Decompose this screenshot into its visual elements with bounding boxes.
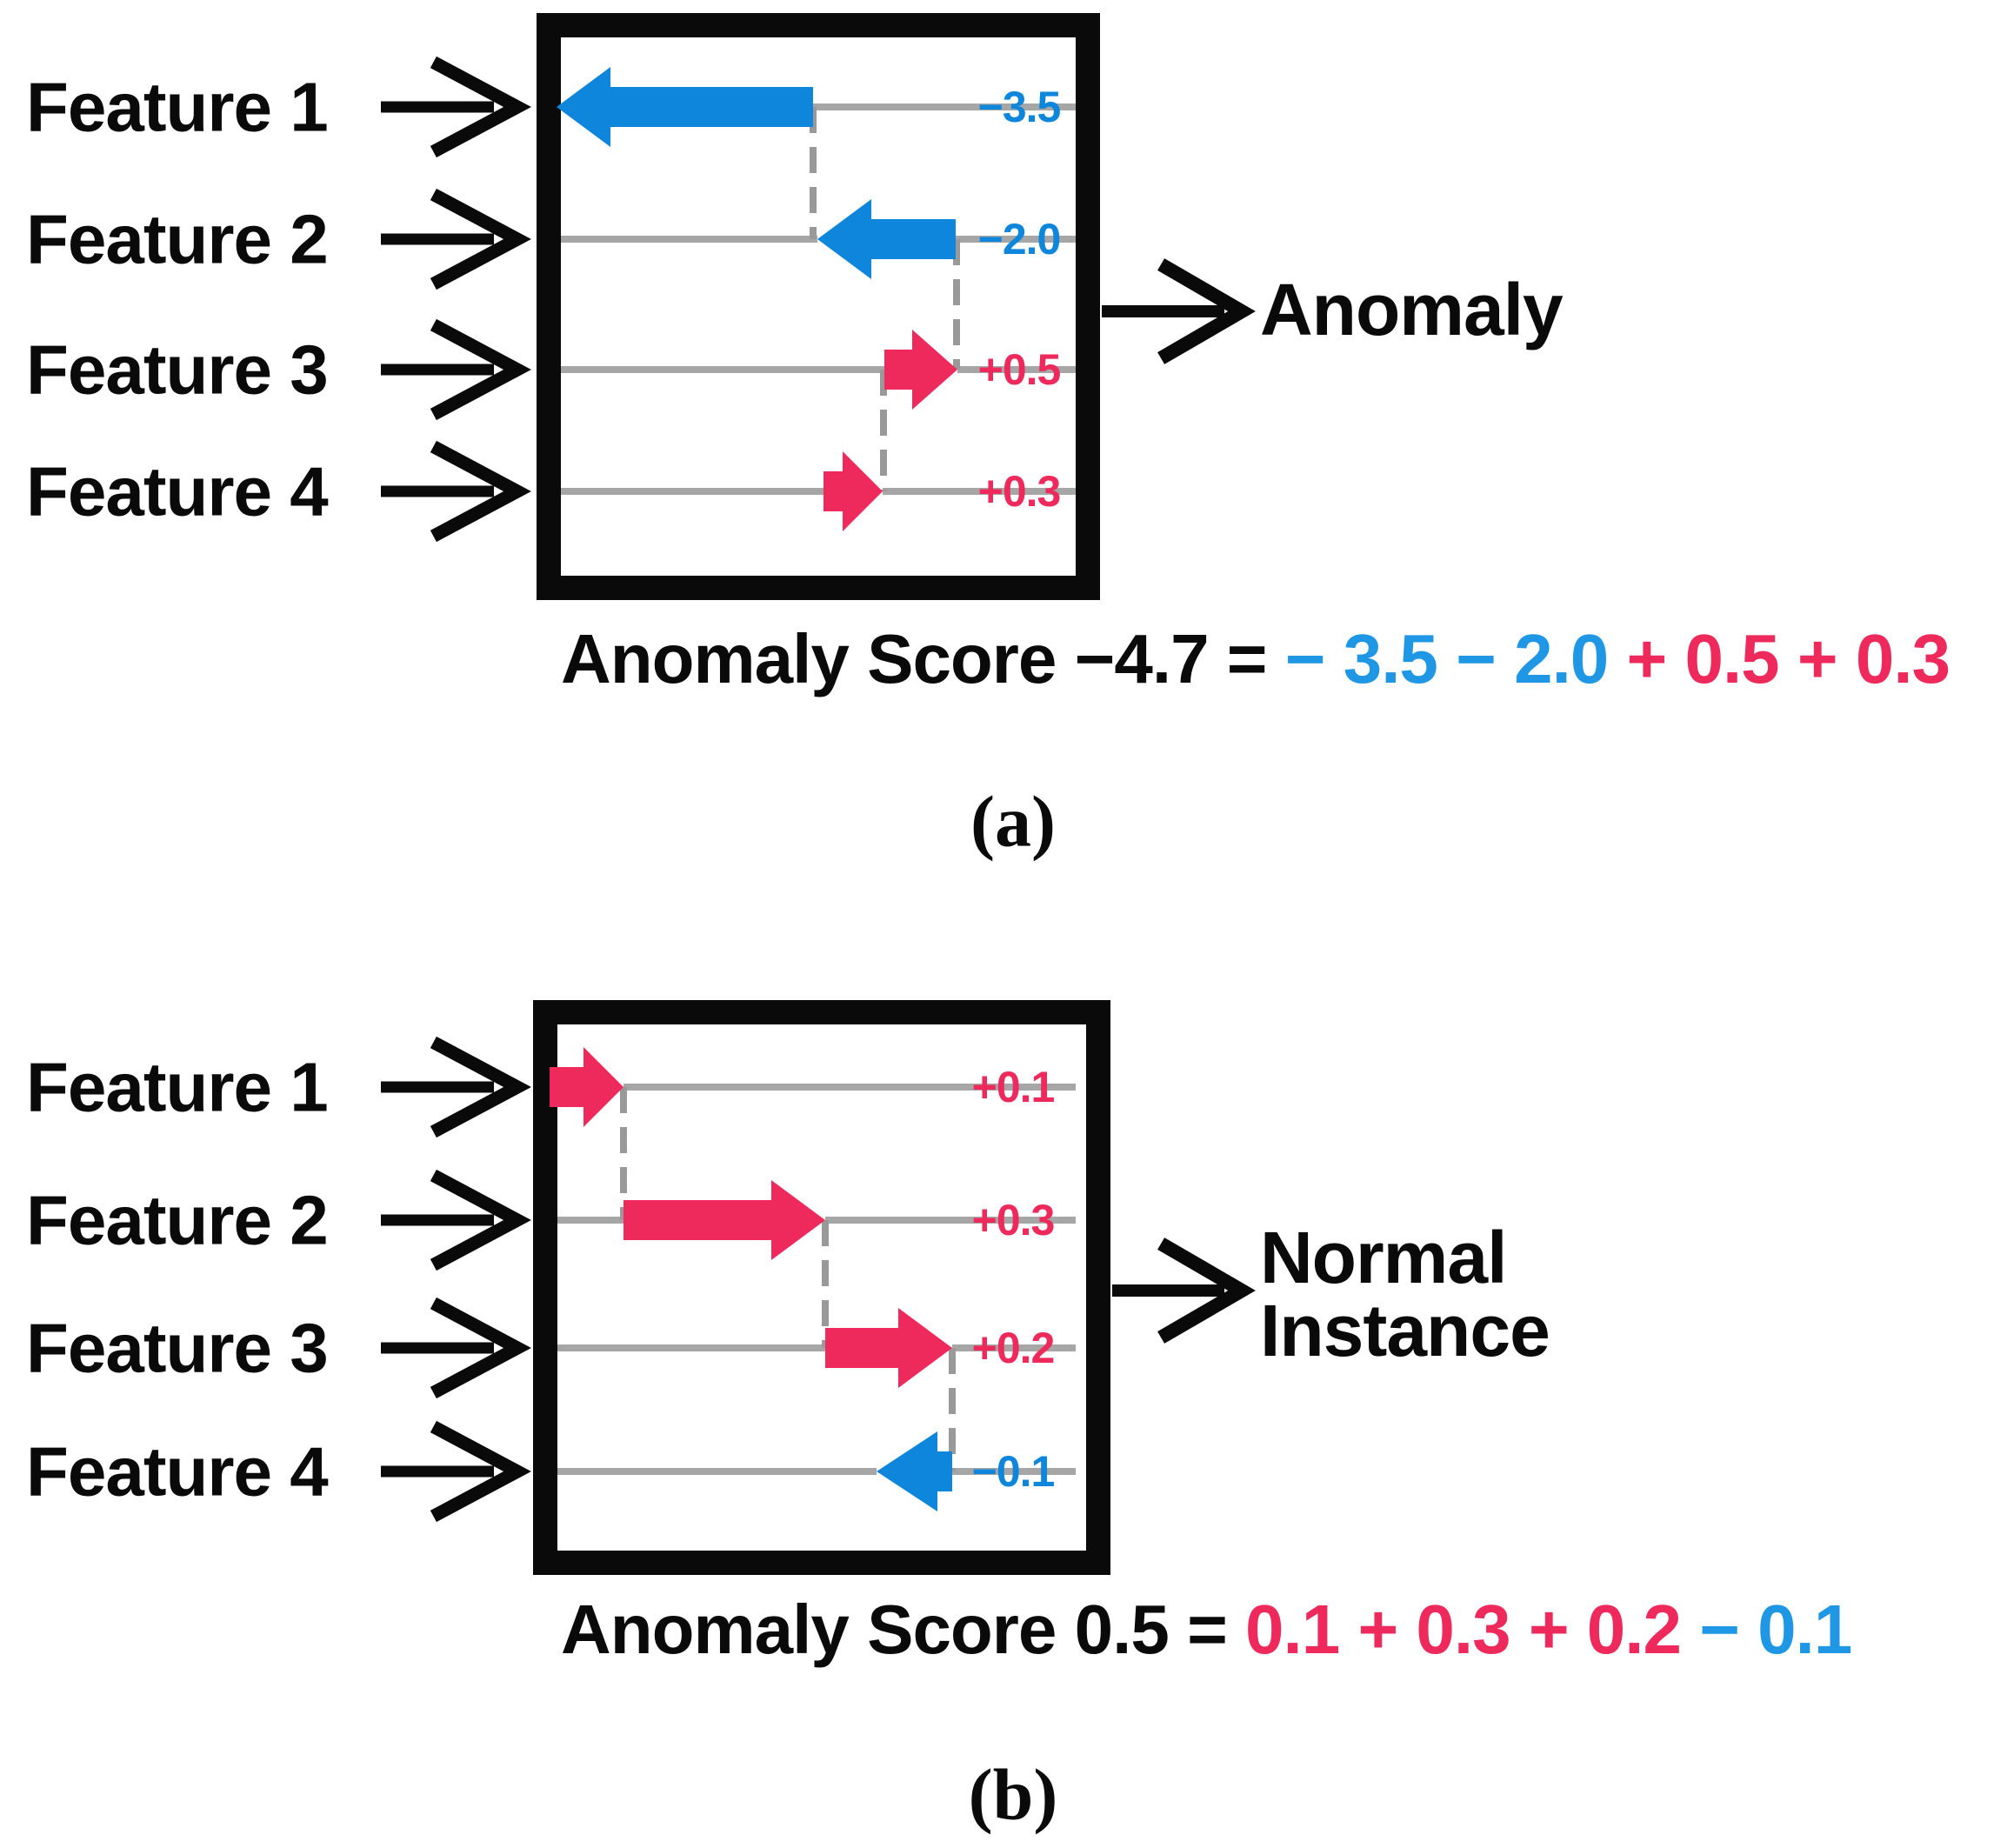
- input-arrow-icon: [381, 318, 531, 421]
- input-arrow-icon: [381, 1036, 531, 1138]
- contribution-arrow-negative-icon: [877, 1431, 952, 1511]
- equation-negative-terms: − 0.1: [1699, 1591, 1851, 1668]
- contribution-value: +0.2: [972, 1324, 1055, 1372]
- contribution-arrow-positive-icon: [825, 1308, 952, 1388]
- panel-b: Feature 1 Feature 2 Feature 3 Feature 4: [26, 1000, 1852, 1836]
- equation-lhs: Anomaly Score 0.5 =: [561, 1591, 1245, 1668]
- input-arrow-icon: [381, 1169, 531, 1271]
- anomaly-score-equation: Anomaly Score 0.5 = 0.1 + 0.3 + 0.2 − 0.…: [561, 1591, 1851, 1668]
- contribution-value: +0.5: [978, 345, 1061, 394]
- contribution-arrow-positive-icon: [884, 330, 957, 410]
- input-arrow-icon: [381, 440, 531, 543]
- equation-negative-terms: − 3.5 − 2.0: [1285, 620, 1627, 697]
- model-box: [537, 13, 1100, 600]
- equation-lhs: Anomaly Score −4.7 =: [561, 620, 1285, 697]
- model-box: [533, 1000, 1110, 1575]
- contribution-arrow-positive-icon: [550, 1047, 623, 1127]
- output-label: Normal: [1260, 1217, 1506, 1298]
- feature-label: Feature 1: [26, 69, 328, 146]
- contribution-arrow-negative-icon: [817, 199, 956, 279]
- feature-label: Feature 2: [26, 201, 328, 278]
- contribution-value: −0.1: [972, 1447, 1055, 1496]
- equation-positive-terms: 0.1 + 0.3 + 0.2: [1245, 1591, 1699, 1668]
- contribution-value: +0.1: [972, 1063, 1055, 1111]
- contribution-value: −3.5: [978, 83, 1061, 131]
- input-arrow-icon: [381, 56, 531, 158]
- input-arrow-icon: [381, 188, 531, 290]
- output-arrow-icon: [1112, 1238, 1256, 1344]
- output-label: Instance: [1260, 1290, 1550, 1371]
- contribution-value: −2.0: [978, 215, 1061, 264]
- feature-label: Feature 2: [26, 1182, 328, 1259]
- input-arrow-icon: [381, 1297, 531, 1399]
- contribution-arrow-positive-icon: [623, 1180, 825, 1260]
- feature-label: Feature 4: [26, 453, 329, 530]
- contribution-value: +0.3: [978, 467, 1061, 516]
- feature-label: Feature 4: [26, 1433, 329, 1511]
- feature-label: Feature 3: [26, 1310, 328, 1387]
- feature-label: Feature 3: [26, 331, 328, 409]
- input-arrow-icon: [381, 1420, 531, 1523]
- contribution-arrow-positive-icon: [823, 451, 883, 531]
- anomaly-score-equation: Anomaly Score −4.7 = − 3.5 − 2.0 + 0.5 +…: [561, 620, 1950, 697]
- equation-positive-terms: + 0.5 + 0.3: [1627, 620, 1950, 697]
- contribution-arrow-negative-icon: [557, 67, 813, 147]
- panel-a: Feature 1 Feature 2 Feature 3 Feature 4: [26, 13, 1950, 863]
- output-arrow-icon: [1102, 258, 1256, 364]
- panel-caption: (b): [969, 1755, 1058, 1836]
- panel-caption: (a): [970, 782, 1056, 863]
- feature-label: Feature 1: [26, 1049, 328, 1126]
- output-label: Anomaly: [1260, 269, 1564, 350]
- contribution-value: +0.3: [972, 1196, 1055, 1244]
